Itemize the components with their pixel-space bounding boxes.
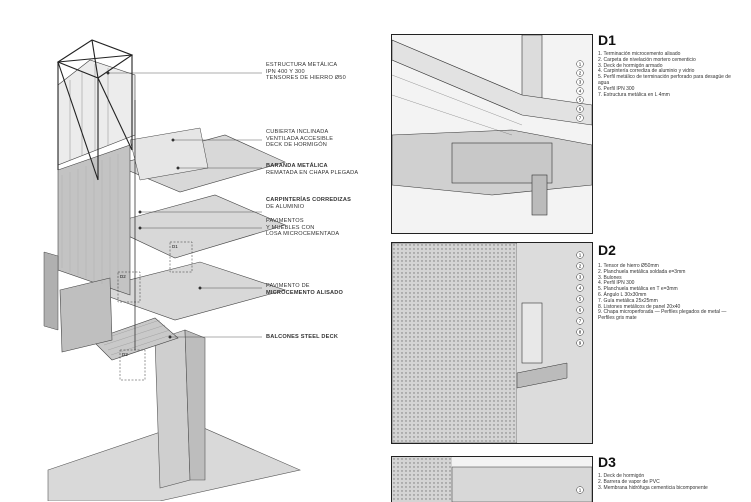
floor-slab-1 <box>88 261 287 321</box>
detail-d1-drawing <box>391 34 593 234</box>
perforated-facade-lower <box>59 277 113 353</box>
marker-d1: D1 <box>172 244 178 249</box>
steel-structure <box>56 39 134 181</box>
detail-d3-drawing <box>391 456 593 502</box>
detail-d2-drawing <box>391 242 593 444</box>
concrete-column <box>154 329 191 489</box>
floor-slab-2 <box>104 194 286 259</box>
marker-d3: D3 <box>122 352 128 357</box>
detail-d3-title: D3 <box>598 454 616 470</box>
detail-d2-title: D2 <box>598 242 616 258</box>
detail-d1-title: D1 <box>598 32 616 48</box>
marker-d2: D2 <box>120 274 126 279</box>
axonometric-drawing: D1 D2 D3 <box>43 39 301 501</box>
sliding-panel <box>43 251 59 331</box>
label-balconies: BALCONES STEEL DECK <box>266 334 339 340</box>
